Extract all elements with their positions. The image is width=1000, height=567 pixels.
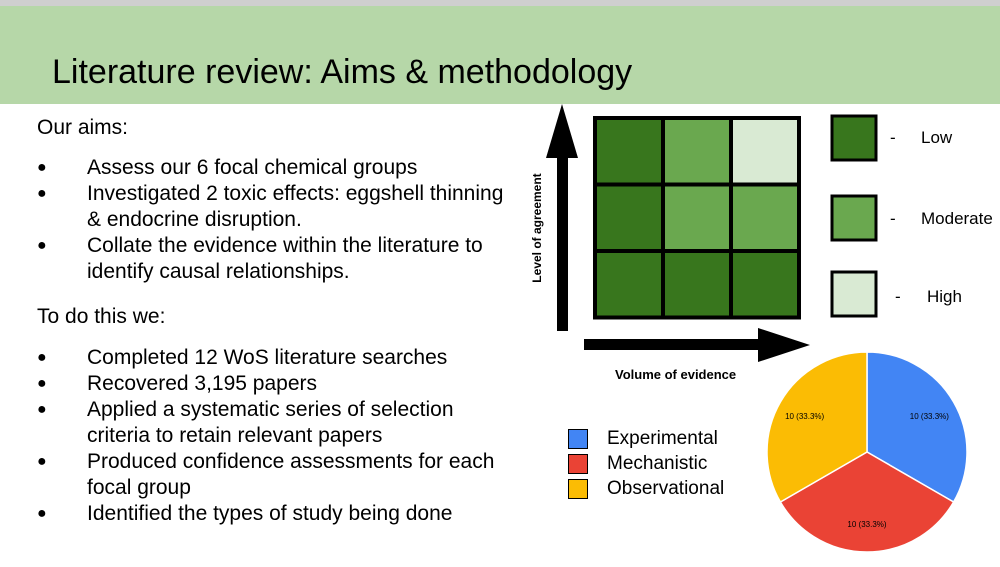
- pie-legend-item: Experimental: [568, 426, 724, 451]
- matrix-legend-swatches: [830, 114, 878, 318]
- matrix-cell-high: [729, 116, 801, 187]
- y-axis-shaft: [557, 155, 568, 331]
- x-axis-arrowhead: [758, 328, 810, 362]
- legend-swatch-mechanistic: [568, 453, 588, 474]
- method-item: Recovered 3,195 papers: [37, 371, 517, 397]
- pie-legend-item: Mechanistic: [568, 451, 724, 476]
- pie-slice-experimental: [866, 351, 968, 504]
- x-axis-shaft: [584, 339, 774, 350]
- matrix-cell-low: [729, 249, 801, 320]
- legend-label-high: High: [927, 287, 962, 306]
- legend-dash: -: [890, 128, 896, 147]
- top-strip: [0, 0, 1000, 6]
- method-item: Produced confidence assessments for each…: [37, 449, 517, 501]
- matrix-cell-low: [593, 182, 665, 253]
- pie-data-label: 10 (33.3%): [847, 520, 886, 529]
- legend-label-low: Low: [921, 128, 953, 147]
- x-axis-label: Volume of evidence: [615, 367, 737, 382]
- methods-list: Completed 12 WoS literature searches Rec…: [37, 345, 517, 527]
- method-item: Identified the types of study being done: [37, 501, 517, 527]
- legend-label-moderate: Moderate: [921, 209, 993, 228]
- matrix-cell-moderate: [661, 182, 733, 253]
- pie-data-label: 10 (33.3%): [910, 412, 949, 421]
- pie-legend: Experimental Mechanistic Observational: [568, 426, 724, 501]
- aim-item: Investigated 2 toxic effects: eggshell t…: [37, 181, 517, 233]
- pie-data-label: 10 (33.3%): [785, 412, 824, 421]
- matrix-cell-low: [661, 249, 733, 320]
- matrix-cell-low: [593, 249, 665, 320]
- pie-slice-observational: [766, 351, 868, 504]
- matrix-cell-moderate: [661, 116, 733, 187]
- legend-swatch-experimental: [568, 428, 588, 449]
- confidence-matrix: [546, 104, 810, 362]
- legend-swatch-moderate: [830, 194, 878, 242]
- legend-swatch-high: [830, 270, 878, 318]
- matrix-cell-moderate: [729, 182, 801, 253]
- header-band: [0, 6, 1000, 104]
- method-item: Applied a systematic series of selection…: [37, 397, 517, 449]
- legend-label-observational: Observational: [607, 477, 725, 499]
- method-heading: To do this we:: [37, 305, 166, 328]
- matrix-grid: [593, 116, 801, 320]
- legend-label-experimental: Experimental: [607, 427, 718, 449]
- aim-item: Collate the evidence within the literatu…: [37, 233, 517, 285]
- legend-dash: -: [890, 209, 896, 228]
- aims-heading: Our aims:: [37, 116, 129, 139]
- legend-swatch-observational: [568, 478, 588, 499]
- method-item: Completed 12 WoS literature searches: [37, 345, 517, 371]
- slide-title: Literature review: Aims & methodology: [52, 53, 633, 91]
- y-axis-arrowhead: [546, 104, 578, 158]
- aims-list: Assess our 6 focal chemical groups Inves…: [37, 155, 517, 285]
- matrix-cell-low: [593, 116, 665, 187]
- study-type-pie-chart: 10 (33.3%) 10 (33.3%) 10 (33.3%): [766, 351, 968, 553]
- pie-legend-item: Observational: [568, 476, 724, 501]
- legend-dash: -: [895, 287, 901, 306]
- legend-swatch-low: [830, 114, 878, 162]
- legend-label-mechanistic: Mechanistic: [607, 452, 708, 474]
- aim-item: Assess our 6 focal chemical groups: [37, 155, 517, 181]
